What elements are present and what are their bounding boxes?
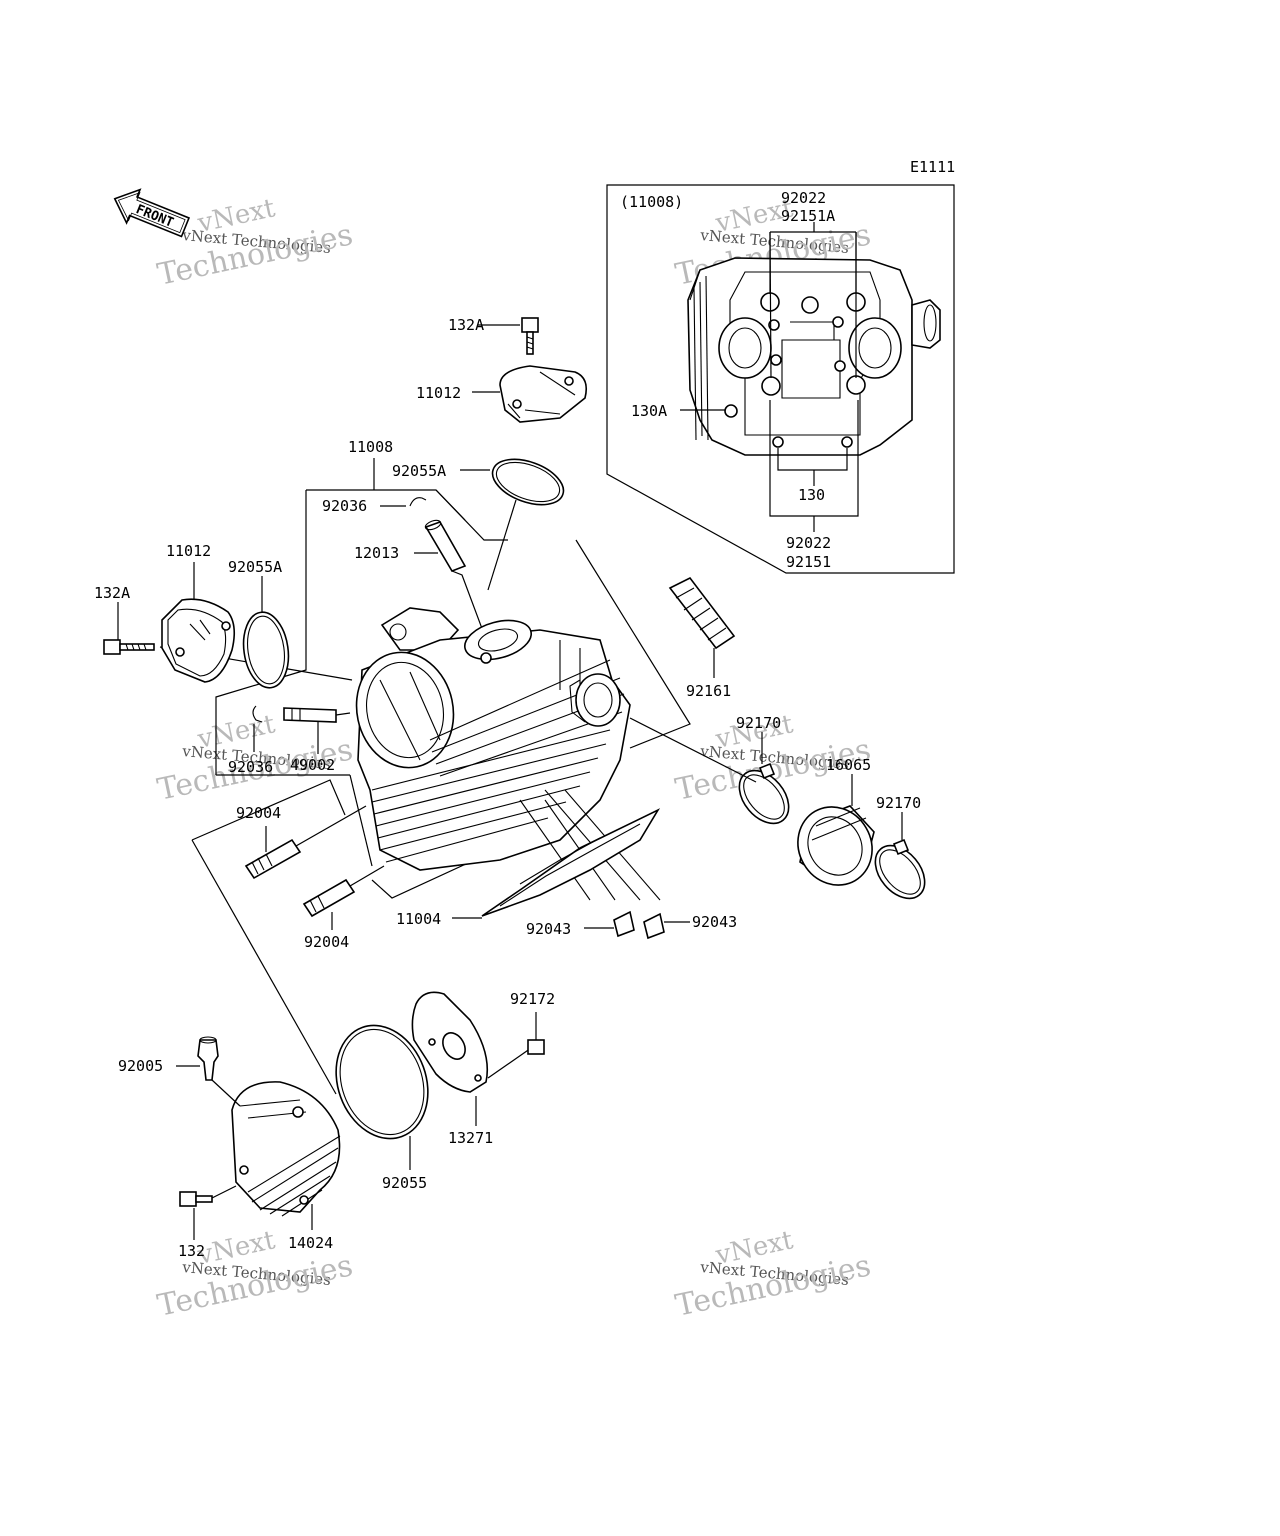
part-number: 92036	[322, 497, 367, 515]
dowels-92043: 92043 92043	[526, 910, 737, 940]
part-number: 92151	[786, 553, 831, 571]
part-number: 92043	[526, 920, 571, 938]
cover-14024: 14024	[231, 1081, 341, 1252]
part-number: 132A	[448, 316, 484, 334]
bolt-132: 132	[178, 1185, 237, 1260]
part-number: 92161	[686, 682, 731, 700]
part-number: 12013	[354, 544, 399, 562]
part-number: 92043	[692, 913, 737, 931]
o-ring-92055: 92055	[335, 1024, 429, 1192]
part-number: 92004	[236, 804, 281, 822]
clamp-92170-a: 92170	[629, 714, 790, 825]
part-number: 92172	[510, 990, 555, 1008]
inset-cylinder-head-detail: (11008)	[606, 184, 955, 574]
part-number: 130	[798, 486, 825, 504]
part-number: 132	[178, 1242, 205, 1260]
part-number: 49002	[290, 756, 335, 774]
watermark-top-left: vNext vNext Technologies Technologies	[154, 193, 355, 293]
part-number: 92022	[786, 534, 831, 552]
part-number: 92151A	[781, 207, 835, 225]
spacer-92161: 92161	[668, 576, 736, 700]
watermark-bottom-right: vNext vNext Technologies Technologies	[672, 1225, 873, 1324]
part-number: 92004	[304, 933, 349, 951]
part-number: 14024	[288, 1234, 333, 1252]
left-cap-assembly: 11012 92055A 132A	[94, 542, 290, 689]
studs-92004: 92004 92004	[236, 804, 385, 951]
clip-92036-top: 92036	[322, 497, 427, 515]
part-number: 92055A	[228, 558, 282, 576]
part-number: 92055A	[392, 462, 446, 480]
part-number: 92170	[736, 714, 781, 732]
part-number: 92005	[118, 1057, 163, 1075]
inset-label: (11008)	[620, 193, 683, 211]
o-ring-92055A-top: 92055A	[392, 458, 565, 591]
part-number: 13271	[448, 1129, 493, 1147]
front-arrow-icon: FRONT	[113, 188, 191, 238]
part-number: 11012	[166, 542, 211, 560]
intake-16065: 16065	[797, 756, 875, 886]
bolt-132A-left	[103, 639, 155, 655]
part-number: 92055	[382, 1174, 427, 1192]
top-cap-assembly: 132A 11012	[416, 316, 588, 423]
clamp-92170-b: 92170	[874, 794, 926, 900]
part-number: 11012	[416, 384, 461, 402]
inset-cylinder-head	[687, 257, 941, 456]
part-number: 11008	[348, 438, 393, 456]
part-number: 92170	[876, 794, 921, 812]
part-number: 92036	[228, 758, 273, 776]
cylinder-head-main	[355, 607, 661, 901]
part-number: 16065	[826, 756, 871, 774]
part-number: 130A	[631, 402, 667, 420]
part-number: 11004	[396, 910, 441, 928]
clip-and-valve-left: 92036 49002	[228, 705, 351, 776]
part-number: 92022	[781, 189, 826, 207]
plate-13271: 13271	[411, 991, 535, 1147]
valve-guide-12013: 12013	[354, 519, 491, 651]
bolt-92172: 92172	[510, 990, 555, 1055]
nipple-92005: 92005	[118, 1036, 241, 1107]
bolt-132A-top	[521, 317, 539, 355]
diagram-code: E1111	[910, 158, 955, 176]
part-number: 132A	[94, 584, 130, 602]
head-gasket-11004: 11004	[396, 808, 661, 928]
